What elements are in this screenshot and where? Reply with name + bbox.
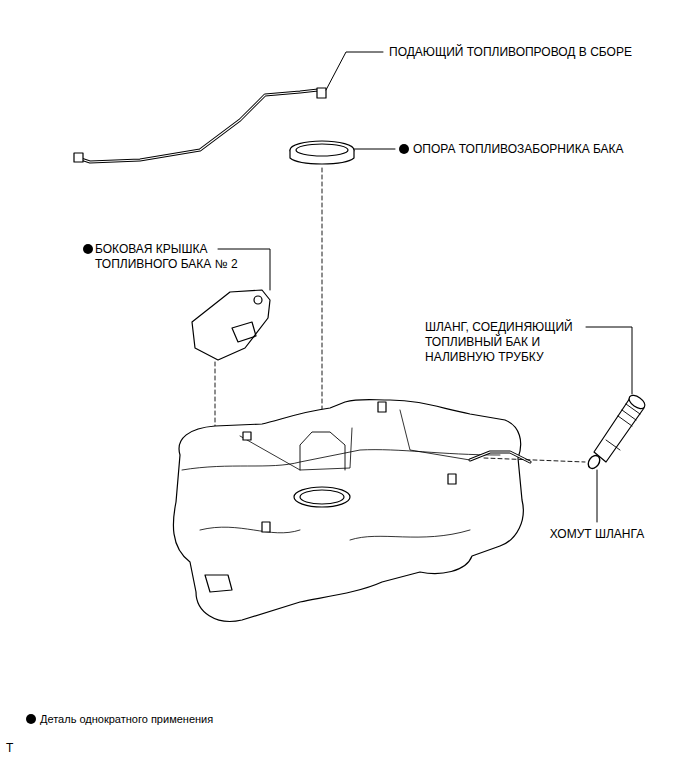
support-ring-side [290,150,354,164]
tank-stud [378,402,386,412]
assembly-line [484,458,585,462]
leader-line [597,470,598,522]
legend-text: Деталь однократного применения [40,712,213,727]
side-cover-boss [232,322,256,342]
leader-line [354,149,395,150]
filler-stub [470,452,530,462]
pump-opening [294,487,350,507]
tank-bracket [300,432,345,470]
leader-line [586,327,632,394]
part-label: ХОМУТ ШЛАНГА [550,527,644,542]
hose-clamp [586,453,602,470]
tube-connector [74,153,83,162]
part-label: ШЛАНГ, СОЕДИНЯЮЩИЙ ТОПЛИВНЫЙ БАК И НАЛИВ… [425,320,585,365]
fuel-tube [78,90,322,162]
watermark: T [6,741,13,756]
pump-opening-inner [300,490,344,504]
fuel-tank [173,400,523,622]
tank-contour [182,450,500,470]
tank-contour [240,428,352,470]
fuel-tube-core [78,90,322,162]
assembly-line [322,168,323,420]
tank-contour [400,410,470,460]
leader-line [326,52,383,90]
tube-connector [317,88,326,98]
single-use-bullet [83,244,93,254]
support-ring-inner [296,144,348,156]
single-use-bullet [399,144,409,154]
tank-stud [262,522,270,532]
part-label: БОКОВАЯ КРЫШКА ТОПЛИВНОГО БАКА № 2 [95,242,245,272]
side-cover-hole [254,296,262,304]
hose-ribs [606,404,640,450]
tank-stud [243,432,251,440]
filler-stub-core [470,452,530,462]
legend-bullet [26,714,36,724]
part-label: ПОДАЮЩИЙ ТОПЛИВОПРОВОД В СБОРЕ [389,45,632,60]
hose-end [627,393,647,412]
side-cover [192,290,270,360]
tank-contour [200,527,470,540]
cover-seat [205,575,232,592]
part-label: ОПОРА ТОПЛИВОЗАБОРНИКА БАКА [413,142,624,157]
tank-stud [448,474,456,484]
